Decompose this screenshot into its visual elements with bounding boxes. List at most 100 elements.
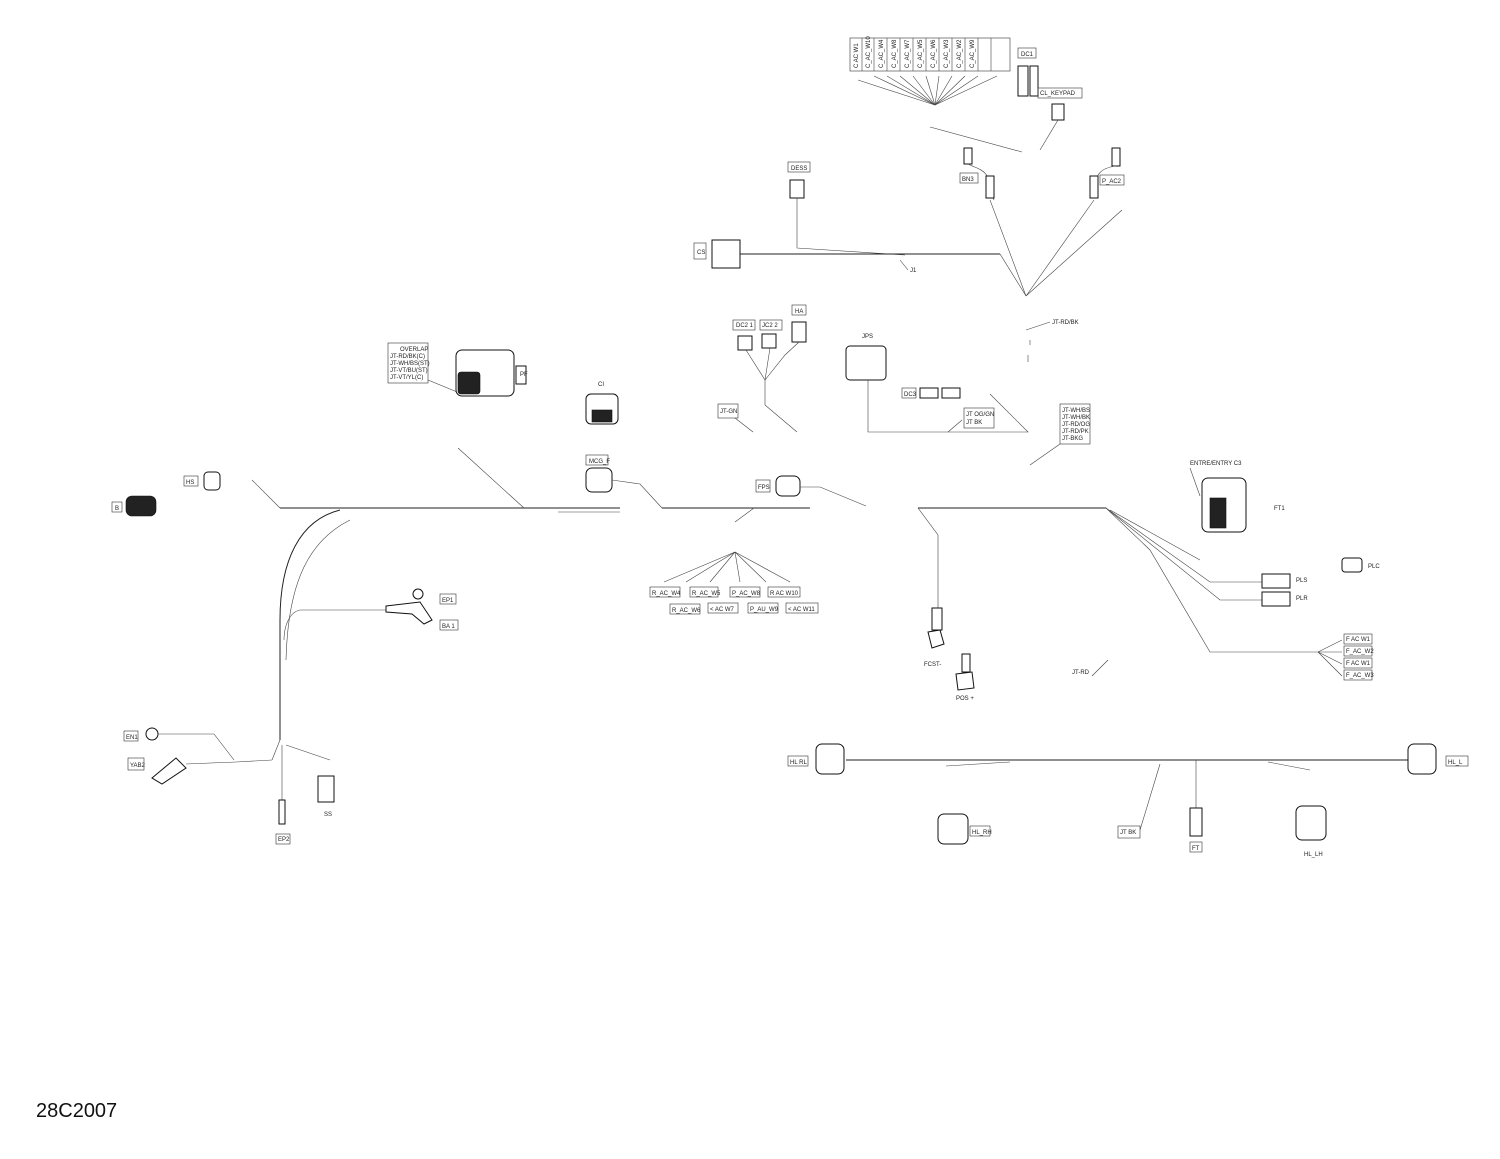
rac-3: R AC W10 (770, 591, 799, 597)
overlap-3: JT-VT/BU(ST) (390, 368, 428, 374)
label-ft: FT (1192, 846, 1200, 852)
label-jt-bk: JT BK (966, 420, 982, 426)
label-jtrd-group: JT-RD (1072, 659, 1109, 677)
label-ac-w2: C_AC_W2 (957, 39, 963, 68)
rac-4: R_AC_W6 (672, 608, 701, 614)
label-ha: HA (795, 309, 803, 315)
label-entree: ENTRE/ENTRY C3 (1190, 461, 1242, 467)
label-hl-rh: HL_RH (972, 830, 992, 836)
label-ba1: BA 1 (442, 624, 455, 630)
rac-5: < AC W7 (710, 607, 735, 613)
overlap-block: OVERLAP JT-RD/BK(C) JT-WH/BS(ST) JT-VT/B… (387, 342, 463, 395)
rac-0: R_AC_W4 (652, 591, 681, 597)
label-hl-lh: HL_LH (1304, 852, 1323, 858)
label-ab2: YAB2 (130, 763, 146, 769)
label-pos: POS + (956, 696, 974, 702)
label-jt-gn-group: JT-GN (717, 403, 754, 433)
label-jt-rdbk-group: JT-RD/BK (1025, 320, 1079, 362)
label-plr: PLR (1296, 596, 1308, 602)
label-ac-w10: C_AC_W10 (866, 36, 872, 68)
connector-fps: FPS (755, 475, 867, 507)
label-fcst: FCST- (924, 662, 941, 668)
connector-ep2: EP2 (275, 799, 291, 845)
label-ac-w6: C_AC_W6 (931, 39, 937, 68)
connector-fcst: FCST- (917, 507, 945, 668)
connector-p-ac2: P_AC2 (1089, 147, 1125, 199)
connector-ci: CI (585, 382, 619, 425)
label-dc2-1: DC2 1 (736, 323, 754, 329)
connector-bn3: BN3 (959, 147, 995, 201)
label-hl-l: HL_L (1448, 760, 1463, 766)
label-ac-w5: C_AC_W5 (918, 39, 924, 68)
label-jt-bk2: JT BK (1120, 830, 1136, 836)
label-jtrd: JT-RD (1072, 670, 1090, 676)
overlap-4: JT-VT/YL(C) (390, 375, 423, 381)
label-b: B (115, 506, 119, 512)
label-mcg: MCG_F (589, 459, 610, 465)
overlap-0: OVERLAP (400, 347, 428, 353)
label-dc1: DC1 (1021, 52, 1034, 58)
rac-7: < AC W11 (788, 607, 815, 613)
overlap-2: JT-WH/BS(ST) (390, 361, 430, 367)
connector-dc2-ha: DC2 1 JC2 2 HA (732, 304, 807, 433)
label-ss: SS (324, 812, 332, 818)
label-ep1: EP1 (442, 598, 454, 604)
label-ci: CI (598, 382, 604, 388)
fac-2: F AC W1 (1346, 661, 1371, 667)
connector-b: B (111, 495, 157, 517)
label-hs: HS (186, 480, 194, 486)
label-dess: DESS (791, 166, 807, 172)
connector-en1: EN1 (123, 727, 235, 761)
label-ac-w4: C_AC_W4 (879, 39, 885, 68)
label-ac-w7: C_AC_W7 (905, 39, 911, 68)
label-j1: J1 (910, 268, 917, 274)
jt-list-0: JT-WH/BS (1062, 408, 1090, 414)
connector-pos: POS + (955, 653, 975, 702)
connector-pf: PF (455, 349, 528, 397)
label-pf: PF (520, 372, 528, 378)
jt-list-4: JT-BKG (1062, 436, 1083, 442)
connector-dess: DESS (787, 161, 906, 256)
connector-keypad: CL_KEYPAD (1037, 87, 1083, 151)
connector-dc1: DC1 (1017, 47, 1039, 97)
label-dc2-2: JC2 2 (762, 323, 778, 329)
label-bn3: BN3 (962, 177, 974, 183)
label-ac-w1: C AC W1 (854, 43, 860, 68)
label-pls: PLS (1296, 578, 1307, 584)
jt-list-3: JT-RD/PK (1062, 429, 1089, 435)
fac-3: F_AC_W3 (1346, 673, 1374, 679)
label-jps: JPS (862, 334, 873, 340)
label-ac-w9: C_AC_W9 (970, 39, 976, 68)
jt-list-2: JT-RD/OG (1062, 422, 1090, 428)
connector-ep1: EP1 BA 1 (385, 588, 459, 631)
connector-mcg: MCG_F (585, 454, 663, 509)
connector-ab2: YAB2 (127, 757, 273, 785)
rac-1: R_AC_W5 (692, 591, 721, 597)
rac-6: P_AU_W9 (750, 607, 779, 613)
label-p-ac2: P_AC2 (1102, 179, 1122, 185)
connector-cs: CS J1 (693, 199, 1123, 297)
label-ac-w3: C_AC_W3 (944, 39, 950, 68)
label-ep2: EP2 (278, 837, 290, 843)
connector-entree: ENTRE/ENTRY C3 FT1 (1189, 461, 1285, 533)
connector-dc3: DC3 JT OG/GN JT BK (901, 387, 995, 433)
label-hl-rl: HL RL (790, 760, 807, 766)
connector-ss: SS (317, 775, 335, 818)
rac-2: P_AC_W8 (732, 591, 761, 597)
label-jt-rdbk: JT-RD/BK (1052, 320, 1079, 326)
drawing-code: 28C2007 (36, 1100, 118, 1122)
main-trunk (251, 447, 1106, 800)
connector-hs: HS (183, 471, 221, 491)
label-cs: CS (697, 250, 705, 256)
overlap-1: JT-RD/BK(C) (390, 354, 425, 360)
light-harness: HL RL HL_L FT JT BK HL_RH HL_LH (787, 743, 1469, 858)
label-keypad: CL_KEYPAD (1040, 91, 1076, 97)
ac-label-block: C AC W1 C_AC_W10 C_AC_W4 C_AC_W8 C_AC_W7… (849, 36, 1011, 106)
fac-1: F_AC_W2 (1346, 649, 1374, 655)
connector-plc: PLC (1341, 557, 1380, 573)
jt-list-1: JT-WH/BK (1062, 415, 1090, 421)
label-ft1: FT1 (1274, 506, 1285, 512)
label-ac-w8: C_AC_W8 (892, 39, 898, 68)
